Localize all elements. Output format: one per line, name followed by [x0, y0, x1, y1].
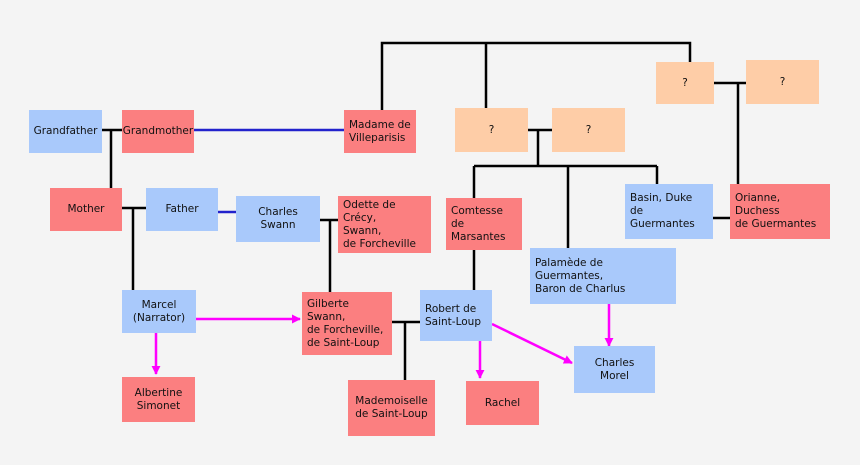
node-grandfather: Grandfather	[29, 110, 102, 153]
node-charles-swann: Charles Swann	[236, 196, 320, 242]
node-madame-de-villeparisis: Madame de Villeparisis	[344, 110, 416, 153]
node-unknown-4: ?	[746, 60, 819, 104]
node-unknown-2: ?	[552, 108, 625, 152]
node-orianne: Orianne, Duchess de Guermantes	[730, 184, 830, 239]
top-bracket-line	[380, 41, 692, 110]
node-basin: Basin, Duke de Guermantes	[625, 184, 713, 239]
node-mademoiselle-de-saint-loup: Mademoiselle de Saint-Loup	[348, 380, 435, 436]
marriage-lines	[194, 128, 344, 214]
node-charles-morel: Charles Morel	[574, 346, 655, 393]
node-unknown-1: ?	[455, 108, 528, 152]
node-albertine-simonet: Albertine Simonet	[122, 377, 195, 422]
node-unknown-3: ?	[656, 62, 714, 104]
relationship-arrows	[151, 304, 614, 379]
node-gilberte: Gilberte Swann, de Forcheville, de Saint…	[302, 292, 392, 355]
node-mother: Mother	[50, 188, 122, 231]
node-marcel: Marcel (Narrator)	[122, 290, 196, 333]
node-rachel: Rachel	[466, 381, 539, 425]
node-grandmother: Grandmother	[122, 110, 194, 153]
node-robert-de-saint-loup: Robert de Saint-Loup	[420, 290, 492, 341]
node-palamede: Palamède de Guermantes, Baron de Charlus	[530, 248, 676, 304]
node-father: Father	[146, 188, 218, 231]
family-lines	[102, 41, 746, 380]
node-comtesse-de-marsantes: Comtesse de Marsantes	[446, 198, 522, 250]
upper-right-couple-line	[714, 81, 746, 184]
robert-morel-arrow	[491, 322, 573, 365]
node-odette: Odette de Crécy, Swann, de Forcheville	[338, 196, 431, 253]
unknown-children-line	[472, 130, 659, 248]
